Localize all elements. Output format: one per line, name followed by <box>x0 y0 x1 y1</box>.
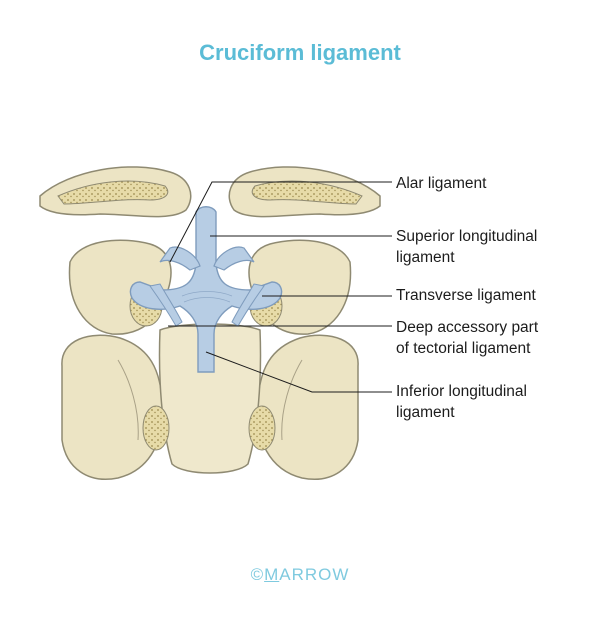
diagram-title: Cruciform ligament <box>199 40 401 65</box>
label-inferior-longitudinal-ligament: Inferior longitudinal ligament <box>396 383 527 421</box>
brand-watermark: ©MARROW <box>250 565 350 584</box>
label-superior-longitudinal-ligament: Superior longitudinal ligament <box>396 228 538 266</box>
label-alar-ligament: Alar ligament <box>396 175 487 192</box>
leader-lines <box>168 181 392 393</box>
occipital-bone-right <box>228 166 381 218</box>
label-transverse-ligament: Transverse ligament <box>396 287 536 304</box>
cruciform-ligament <box>129 206 283 373</box>
leader-alar <box>169 181 392 263</box>
leader-inferior <box>205 351 392 393</box>
axis-vertebra <box>61 323 359 480</box>
label-deep-accessory-part: Deep accessory part of tectorial ligamen… <box>396 319 539 357</box>
occipital-bone-left <box>39 166 192 218</box>
